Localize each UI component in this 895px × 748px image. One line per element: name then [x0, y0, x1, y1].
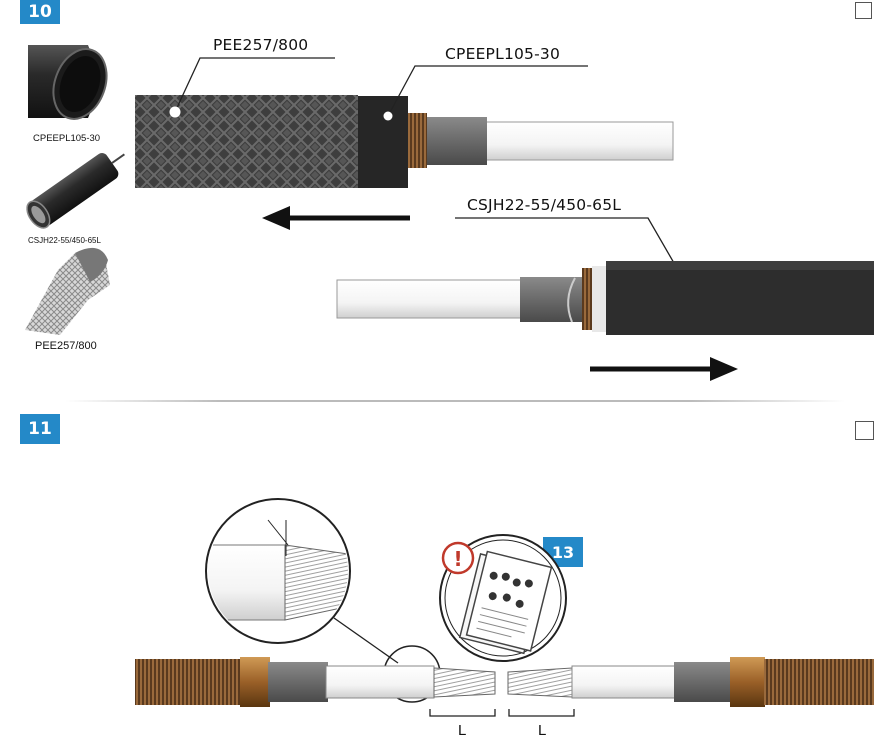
arrow-right-icon	[590, 357, 738, 381]
callout-mesh-label: PEE257/800	[213, 36, 309, 54]
callout-dot-tube	[383, 111, 393, 121]
step-10-badge: 10	[20, 0, 60, 24]
section-divider	[65, 400, 845, 402]
part-label-pee: PEE257/800	[35, 340, 97, 352]
callout-sleeve-label: CSJH22-55/450-65L	[467, 196, 622, 214]
step-10-checkbox[interactable]	[855, 2, 872, 19]
warning-icon: !	[441, 541, 475, 575]
connector-sleeve-icon	[26, 153, 125, 229]
left-cable-end	[135, 657, 496, 707]
manual-reference	[439, 534, 567, 662]
mesh-braid-icon	[25, 247, 110, 335]
dimension-label-right: L	[538, 722, 547, 739]
step-11-checkbox[interactable]	[855, 421, 874, 440]
lower-cable-assembly	[336, 261, 874, 335]
magnifier-leader-line	[333, 617, 399, 664]
step-11-badge: 11	[20, 414, 60, 444]
dimension-label-left: L	[458, 722, 467, 739]
magnified-detail	[205, 498, 351, 644]
black-tube-icon	[28, 45, 108, 120]
callout-lines	[174, 57, 679, 271]
upper-cable-assembly	[135, 95, 674, 188]
dimension-brackets	[429, 709, 575, 717]
part-label-cpeepl: CPEEPL105-30	[33, 133, 101, 144]
part-label-csjh: CSJH22-55/450-65L	[28, 236, 101, 245]
arrow-left-icon	[262, 206, 410, 230]
callout-tube-label: CPEEPL105-30	[445, 45, 561, 63]
right-cable-end	[507, 657, 874, 707]
reference-step-13-badge: 13	[543, 537, 583, 567]
svg-text:!: !	[453, 547, 462, 571]
